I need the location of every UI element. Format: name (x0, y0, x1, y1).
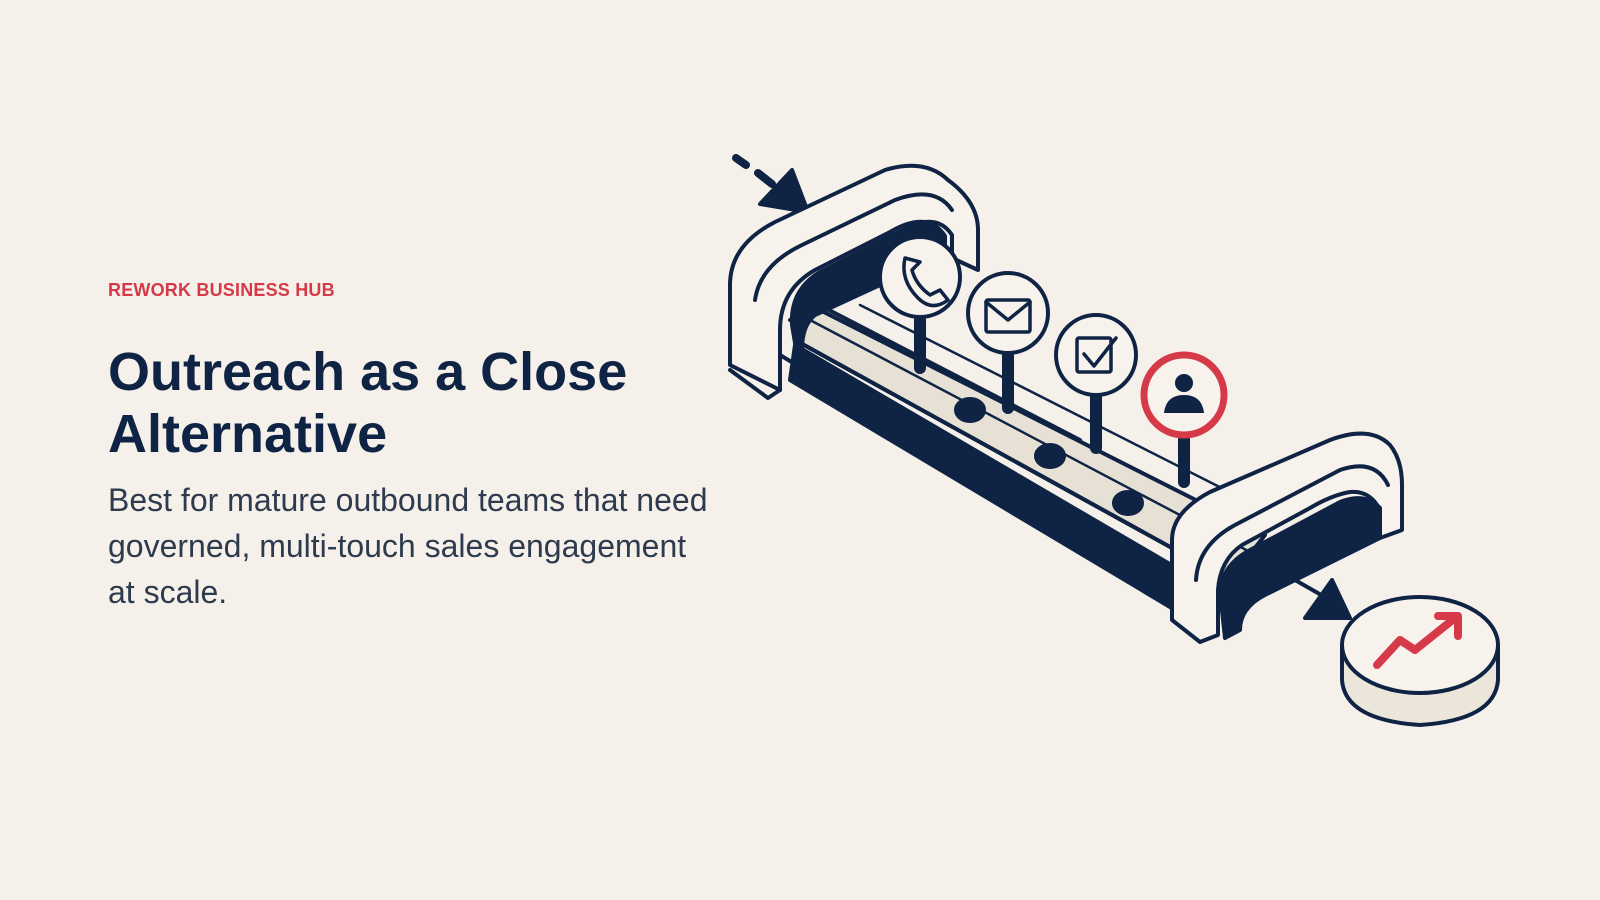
page-subtitle: Best for mature outbound teams that need… (108, 482, 708, 610)
envelope-icon (984, 298, 1032, 334)
incoming-arrow-icon (732, 154, 810, 214)
trending-up-icon (1373, 612, 1462, 669)
person-icon (1164, 374, 1204, 413)
step-pin-email (966, 271, 1050, 414)
pipeline-illustration (728, 154, 1500, 727)
result-disc (1340, 595, 1500, 727)
phone-icon (902, 256, 950, 308)
checkbox-icon (1075, 336, 1118, 374)
page-title: Outreach as a Close Alternative (108, 342, 628, 464)
text-block: REWORK BUSINESS HUB Outreach as a Close … (108, 280, 728, 615)
exit-gate (1170, 431, 1404, 644)
outgoing-arrow-icon (1258, 558, 1352, 620)
step-pin-contact (1140, 351, 1228, 488)
step-pin-task (1054, 313, 1138, 454)
step-pin-phone (878, 235, 962, 374)
brand-label: REWORK BUSINESS HUB (108, 280, 335, 300)
